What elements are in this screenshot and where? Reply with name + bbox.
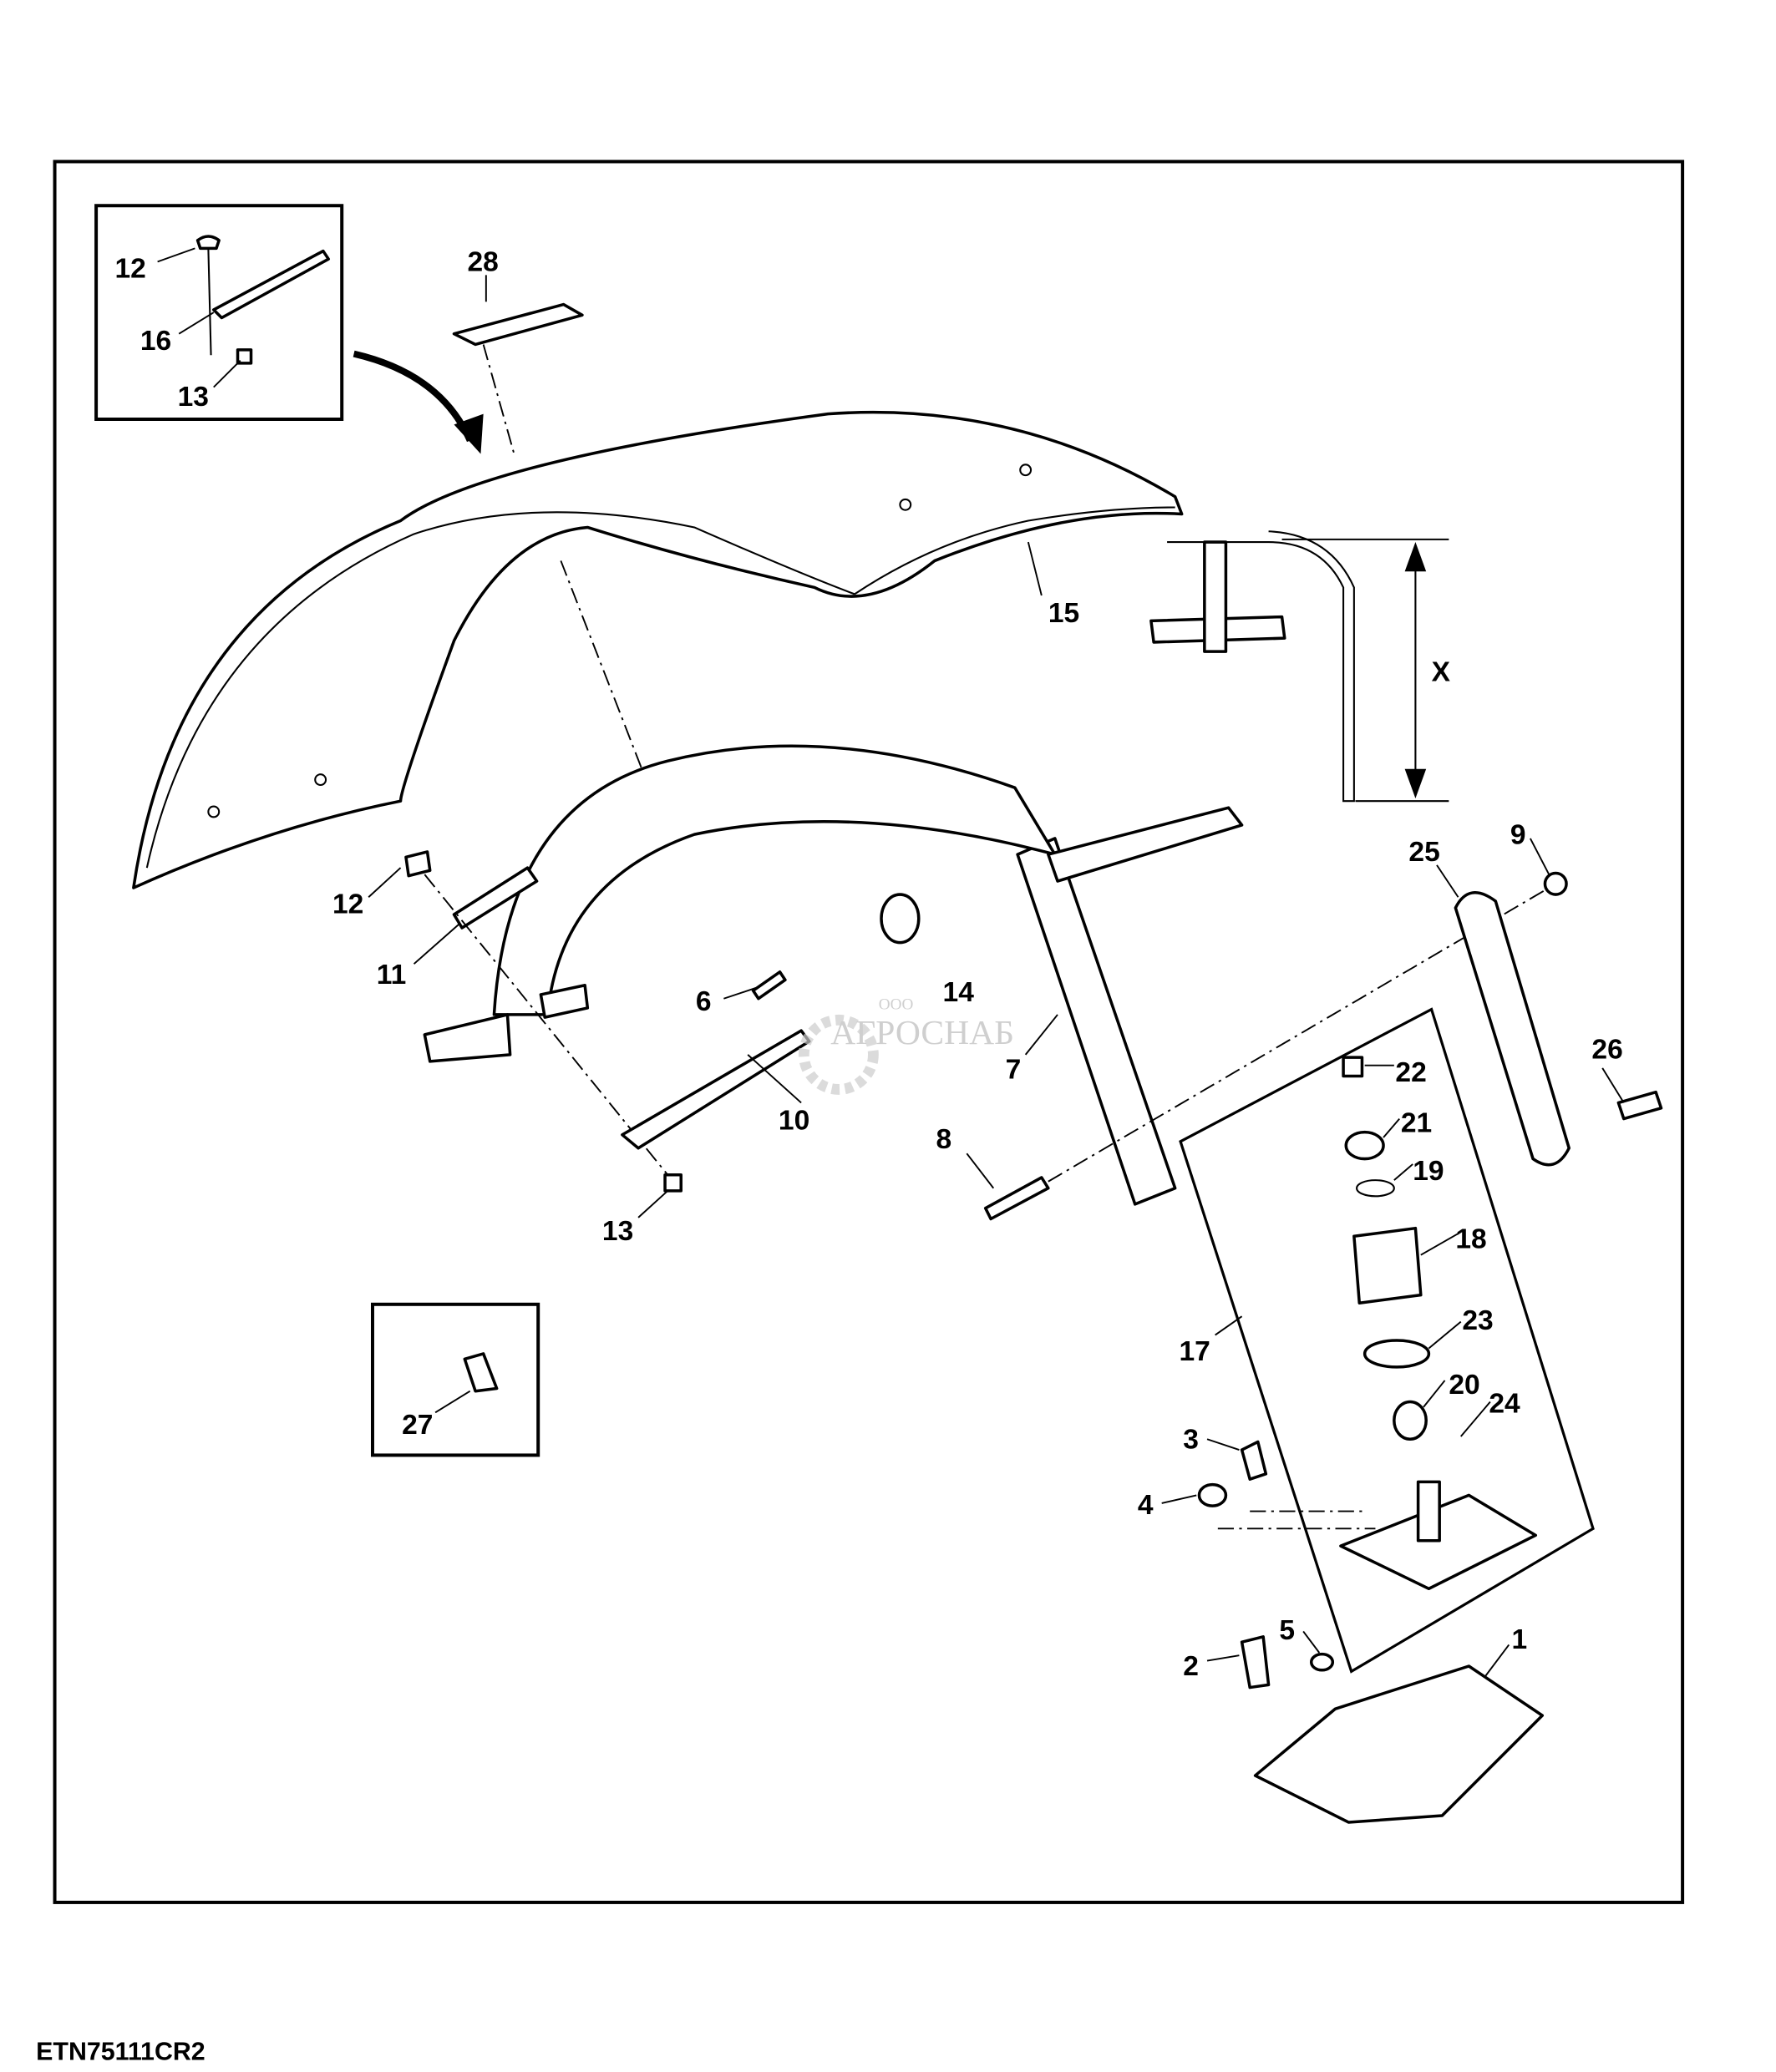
dimension-x-label: X (1432, 656, 1451, 687)
callout-19: 19 (1413, 1156, 1444, 1187)
part-18-housing (1352, 1226, 1423, 1304)
callout-10: 10 (779, 1105, 809, 1136)
callout-5: 5 (1279, 1615, 1295, 1646)
watermark-logo: ООО АГРОСНАБ (798, 996, 1014, 1095)
part-15-fender (132, 410, 1184, 889)
callout-12: 12 (114, 254, 145, 285)
part-13-nut (663, 1173, 682, 1193)
arrow-curve (353, 350, 474, 443)
callout-26: 26 (1591, 1035, 1622, 1066)
callout-7: 7 (1006, 1055, 1022, 1086)
callout-14: 14 (943, 977, 975, 1008)
part-8-bolt (983, 1176, 1050, 1221)
callout-9: 9 (1510, 819, 1526, 850)
callout-16: 16 (140, 326, 171, 357)
callout-18: 18 (1455, 1224, 1486, 1255)
part-11-clip (452, 866, 539, 930)
detail-inset-27 (370, 1302, 540, 1457)
bracket-height-detail (1149, 530, 1449, 803)
svg-text:АГРОСНАБ: АГРОСНАБ (830, 1013, 1014, 1051)
callout-15: 15 (1048, 598, 1079, 629)
svg-text:ООО: ООО (879, 996, 914, 1014)
callout-2: 2 (1183, 1651, 1199, 1682)
part-6-screw (751, 970, 787, 1001)
callout-27: 27 (402, 1410, 433, 1441)
part-9-nut (1543, 871, 1568, 896)
part-12-bolt (404, 850, 432, 878)
callout-1: 1 (1511, 1624, 1527, 1655)
callout-8: 8 (936, 1124, 952, 1155)
callout-13: 13 (602, 1216, 633, 1247)
part-7-support (1016, 837, 1177, 1206)
figure-id: ETN75111CR2 (36, 2039, 206, 2066)
callout-13: 13 (178, 382, 209, 413)
part-27-clip (463, 1352, 499, 1393)
callout-22: 22 (1395, 1057, 1426, 1088)
leader-lines (157, 247, 1625, 1678)
callout-28: 28 (467, 247, 498, 278)
callout-25: 25 (1408, 837, 1439, 868)
callout-20: 20 (1449, 1370, 1479, 1401)
callout-23: 23 (1462, 1305, 1493, 1336)
assembly-17-box (1179, 1007, 1595, 1674)
fender-arc-bracket (492, 744, 1057, 1016)
callout-3: 3 (1183, 1424, 1199, 1455)
part-1-base (1253, 1664, 1545, 1824)
callout-11: 11 (377, 960, 406, 990)
callout-6: 6 (696, 986, 712, 1017)
callout-24: 24 (1489, 1388, 1520, 1419)
part-26-bolt (1616, 1090, 1663, 1121)
callout-21: 21 (1401, 1108, 1432, 1139)
part-28-cap (452, 302, 584, 347)
diagram-frame (53, 160, 1685, 1904)
arrow-head (454, 413, 484, 454)
part-14-bumper (880, 893, 921, 945)
callout-17: 17 (1179, 1336, 1210, 1367)
detail-inset-rod (94, 204, 344, 421)
callout-12: 12 (332, 889, 363, 919)
part-25-link (1454, 891, 1570, 1167)
callout-4: 4 (1138, 1490, 1154, 1521)
